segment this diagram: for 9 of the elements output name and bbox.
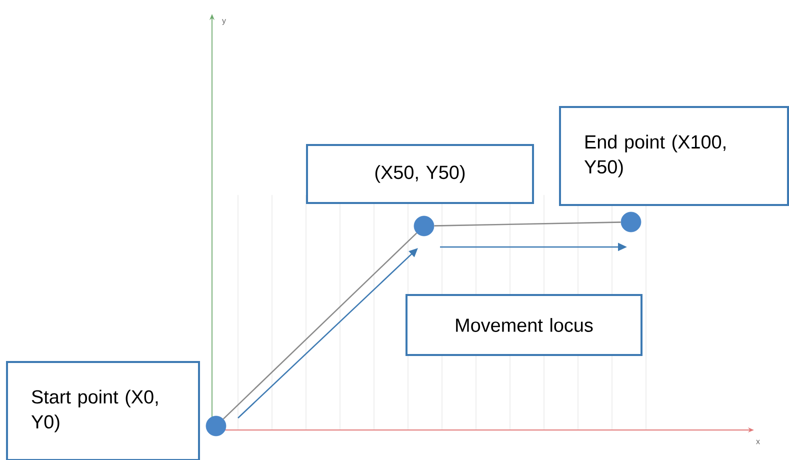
path-line bbox=[222, 232, 418, 420]
point-dot bbox=[414, 216, 434, 236]
label-box: Start point (X0, Y0) bbox=[6, 361, 200, 460]
label-box: Movement locus bbox=[406, 294, 642, 356]
point-dot bbox=[620, 212, 642, 232]
label-box: (X50, Y50) bbox=[306, 144, 534, 204]
point-dot bbox=[206, 416, 226, 436]
path-line bbox=[434, 222, 621, 226]
label-box: End point (X100, Y50) bbox=[559, 106, 789, 206]
